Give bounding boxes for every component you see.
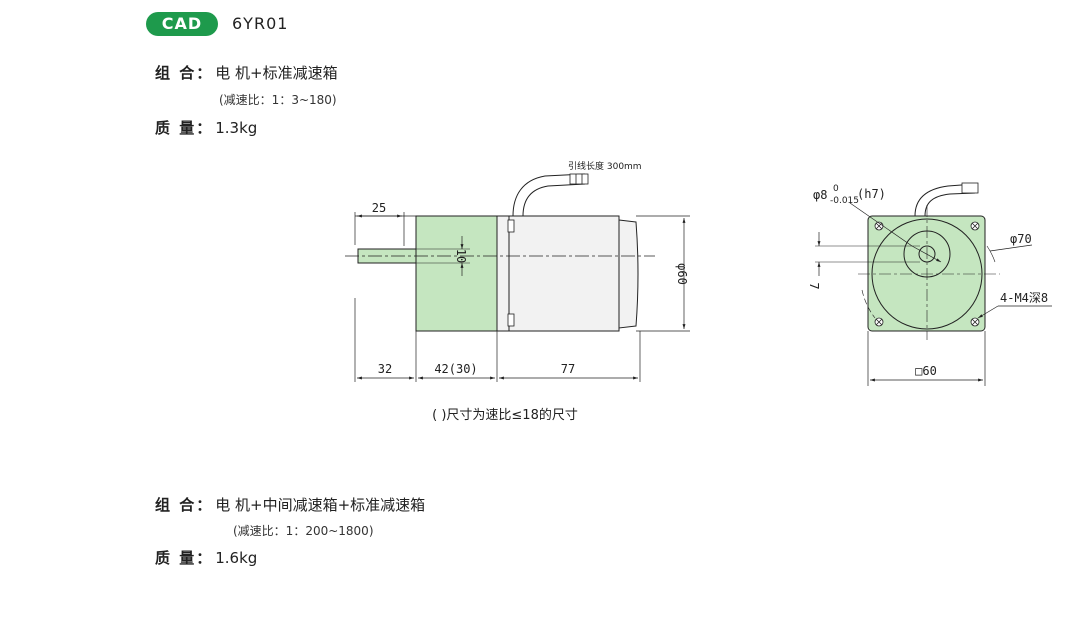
reduction-ratio-a: (减速比：1：3~180) xyxy=(219,93,337,107)
dim-square: □60 xyxy=(915,364,937,378)
mass-row-a: 质 量：1.3kg xyxy=(155,118,257,138)
dim-shaft-length: 25 xyxy=(372,201,386,215)
dim-32: 32 xyxy=(378,362,392,376)
dim-shaft-tolerance-main: φ8 xyxy=(813,188,827,202)
dim-42: 42(30) xyxy=(434,362,477,376)
combination-value: 电 机+标准减速箱 xyxy=(215,64,338,82)
mass-label: 质 量： xyxy=(155,119,214,137)
reduction-ratio-b: (减速比：1：200~1800) xyxy=(233,524,374,538)
gearbox-body xyxy=(415,215,498,332)
lead-wire-label: 引线长度 300mm xyxy=(568,160,642,172)
cad-badge[interactable]: CAD xyxy=(146,12,218,36)
rear-cap xyxy=(618,219,639,329)
side-view: 25 10 φ60 32 42(30) 77 引线长度 300mm xyxy=(345,160,690,382)
combination-value: 电 机+中间减速箱+标准减速箱 xyxy=(215,496,426,514)
model-number: 6YR01 xyxy=(232,14,289,33)
mount-holes xyxy=(874,221,980,327)
mass-row-b: 质 量：1.6kg xyxy=(155,548,257,568)
dim-77: 77 xyxy=(561,362,575,376)
combination-label: 组 合： xyxy=(155,496,214,514)
dim-pitch-circle: φ70 xyxy=(1010,232,1032,246)
combination-row-a: 组 合：电 机+标准减速箱 xyxy=(155,63,338,83)
dim-shaft-diameter: 10 xyxy=(454,249,468,263)
mass-value: 1.6kg xyxy=(215,549,258,567)
dim-shaft-tolerance-upper: 0 xyxy=(833,184,839,194)
dim-shaft-tolerance-lower: -0.015 xyxy=(830,196,859,206)
mass-label: 质 量： xyxy=(155,549,214,567)
dimension-note: ( )尺寸为速比≤18的尺寸 xyxy=(432,408,578,423)
combination-row-b: 组 合：电 机+中间减速箱+标准减速箱 xyxy=(155,495,425,515)
dim-7: 7 xyxy=(807,282,821,289)
dim-mount-holes: 4-M4深8 xyxy=(1000,291,1048,305)
dim-shaft-tolerance-fit: (h7) xyxy=(857,187,886,201)
front-view: φ8 0 -0.015 (h7) φ70 7 4-M4深8 □60 xyxy=(807,182,1052,386)
dim-body-diameter: φ60 xyxy=(675,263,689,285)
combination-label: 组 合： xyxy=(155,64,214,82)
lead-wire xyxy=(512,173,586,217)
front-flange xyxy=(867,215,986,332)
mass-value: 1.3kg xyxy=(215,119,258,137)
motor-body xyxy=(496,215,620,332)
